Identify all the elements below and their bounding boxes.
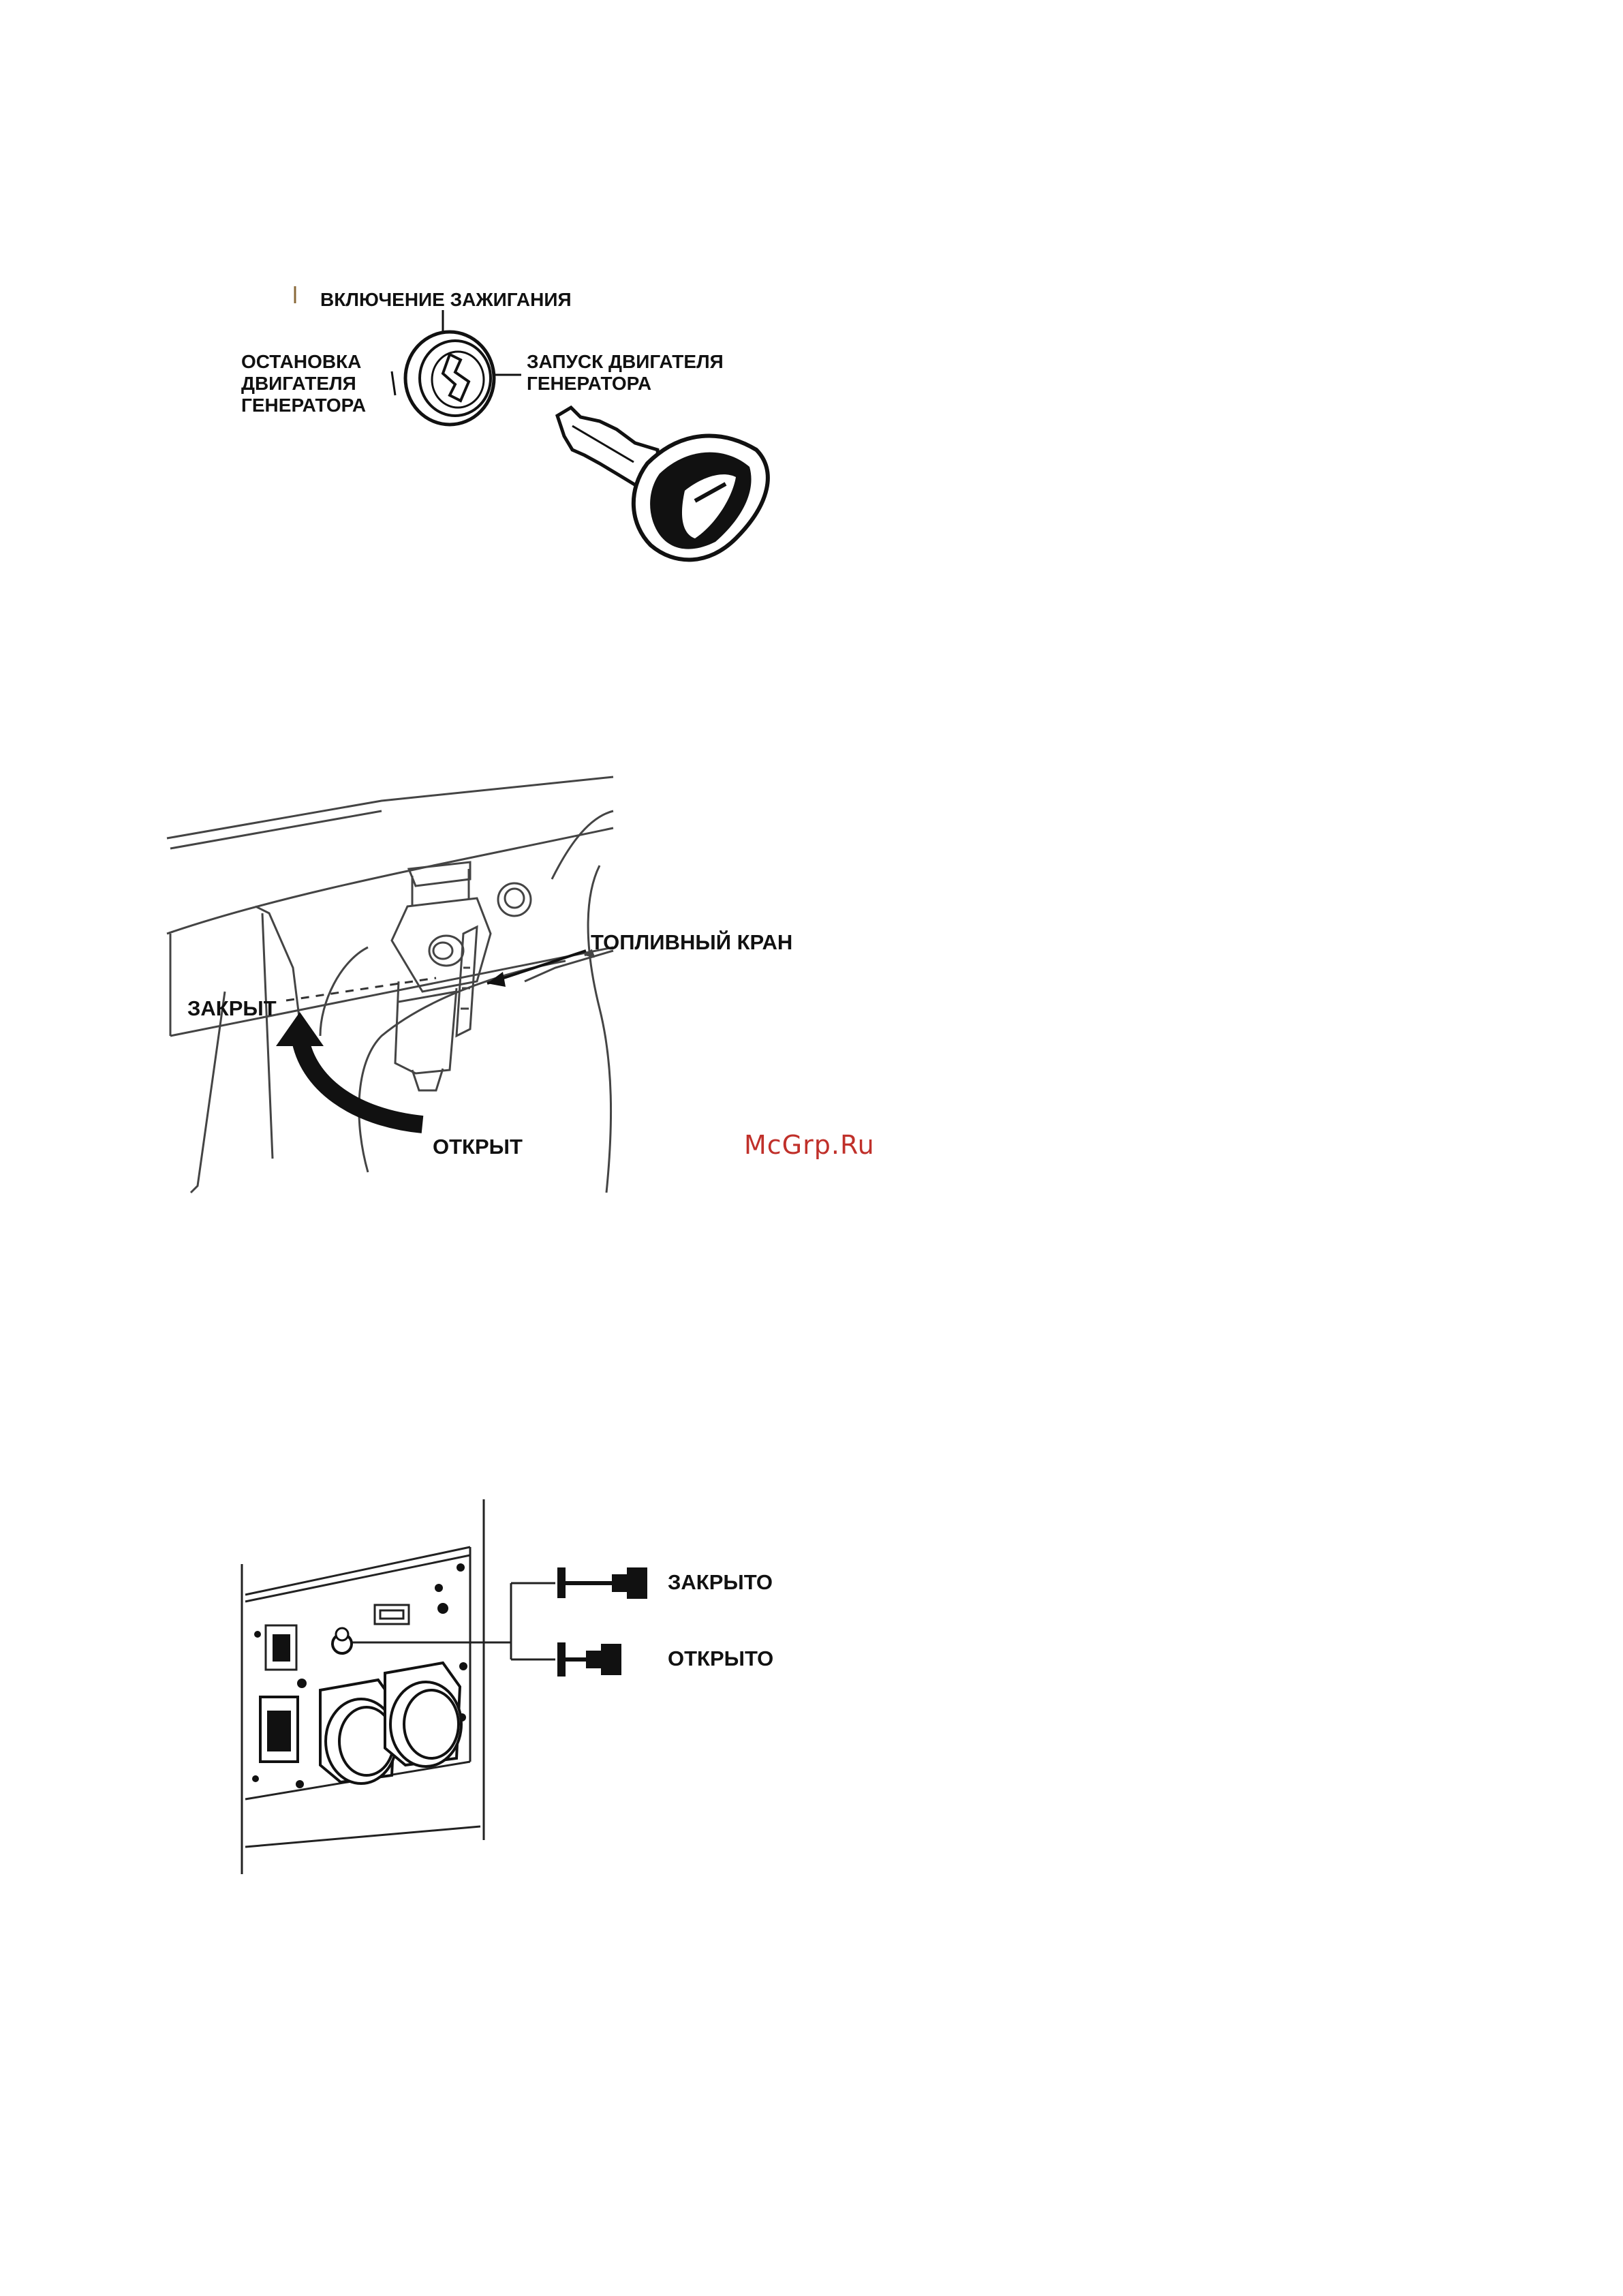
vent-closed-label: ЗАКРЫТО: [668, 1570, 773, 1595]
control-panel-drawing: [0, 0, 1623, 1908]
control-panel-figure: ЗАКРЫТО ОТКРЫТО: [0, 0, 1623, 1908]
vent-open-label: ОТКРЫТО: [668, 1647, 773, 1671]
